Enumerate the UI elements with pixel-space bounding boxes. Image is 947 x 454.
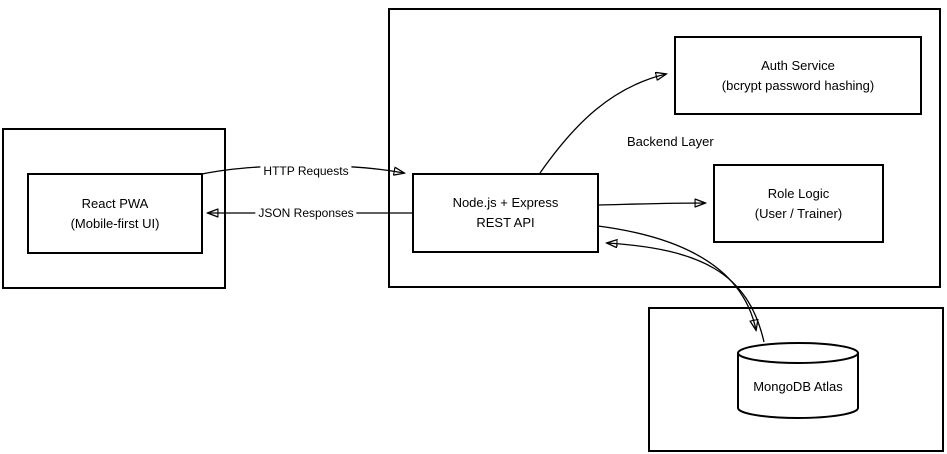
json-responses-label: JSON Responses: [255, 206, 357, 220]
http-requests-label: HTTP Requests: [260, 164, 352, 178]
backend-layer-label: Backend Layer: [627, 134, 714, 149]
mongodb-label: MongoDB Atlas: [753, 379, 843, 394]
auth-service-line1: Auth Service: [761, 57, 835, 73]
role-logic-box: Role Logic (User / Trainer): [713, 164, 884, 243]
role-logic-line2: (User / Trainer): [754, 205, 843, 221]
nodejs-express-label: Node.js + Express REST API: [414, 175, 597, 251]
auth-service-label: Auth Service (bcrypt password hashing): [676, 38, 920, 113]
role-logic-line1: Role Logic: [767, 185, 830, 201]
nodejs-express-line1: Node.js + Express: [452, 195, 559, 210]
react-pwa-label: React PWA (Mobile-first UI): [29, 175, 201, 252]
nodejs-express-line2: REST API: [476, 215, 535, 230]
react-pwa-box: React PWA (Mobile-first UI): [27, 173, 203, 254]
role-logic-label: Role Logic (User / Trainer): [715, 166, 882, 241]
auth-service-line2: (bcrypt password hashing): [721, 77, 875, 93]
nodejs-express-box: Node.js + Express REST API: [412, 173, 599, 253]
react-pwa-line1: React PWA: [81, 195, 149, 211]
react-pwa-line2: (Mobile-first UI): [70, 215, 160, 231]
auth-service-box: Auth Service (bcrypt password hashing): [674, 36, 922, 115]
